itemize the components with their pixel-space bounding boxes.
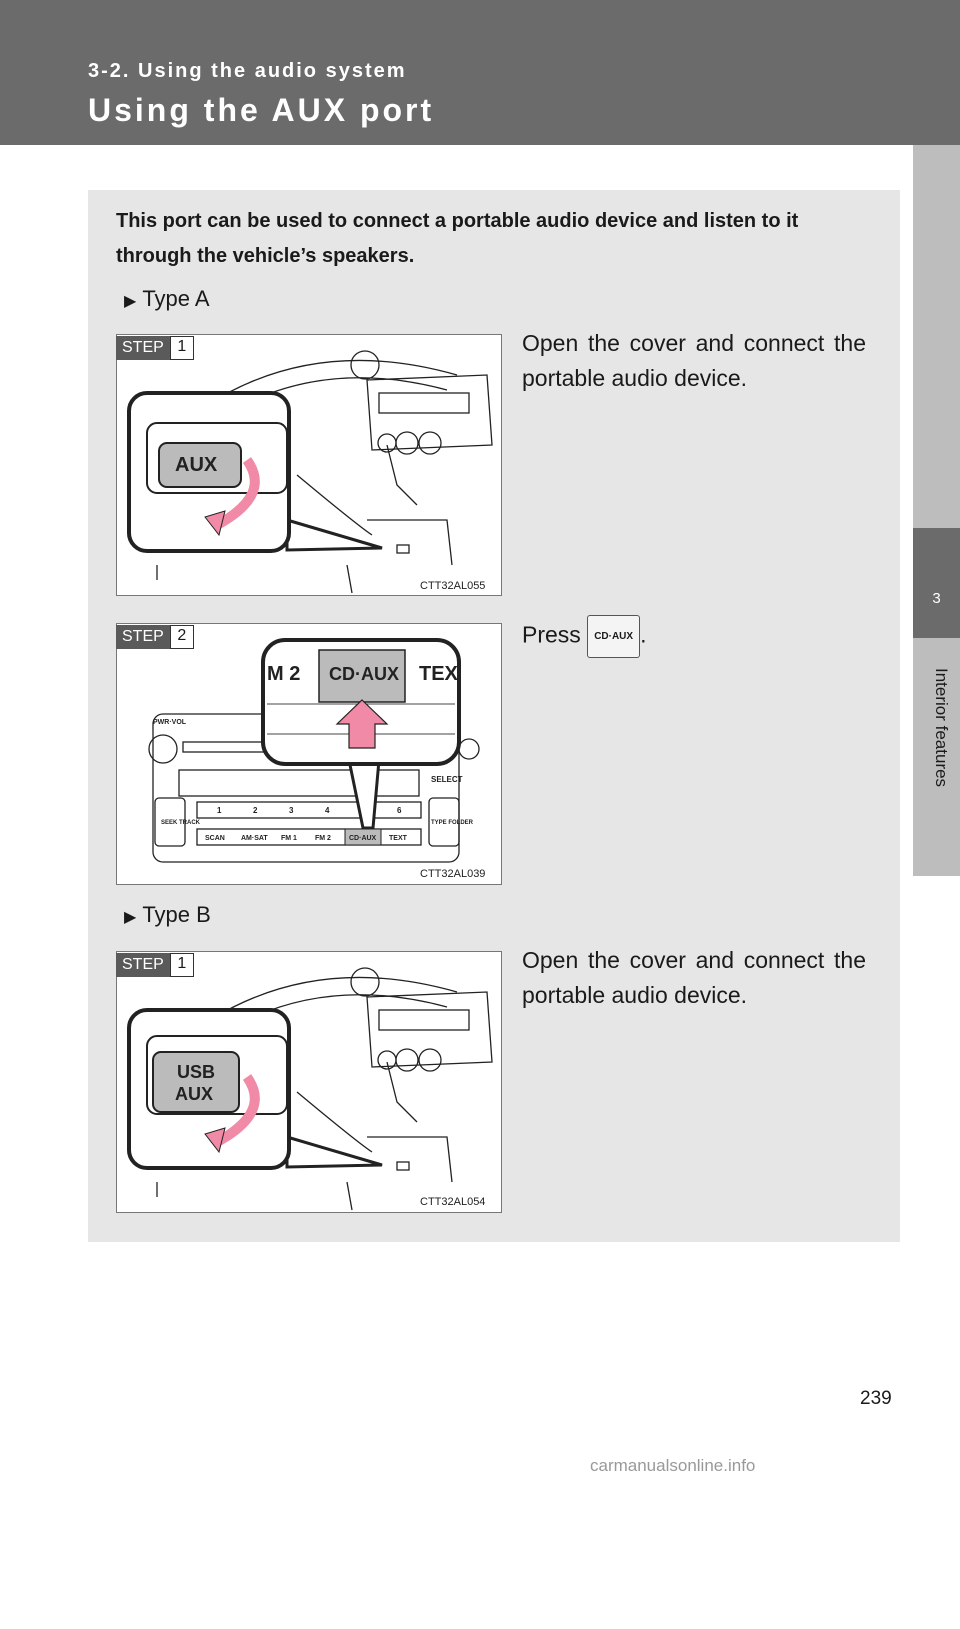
seek-label: SEEK TRACK <box>161 820 201 826</box>
btn-scan: SCAN <box>205 835 225 842</box>
figure-code: CTT32AL055 <box>420 580 486 592</box>
type-folder-label: TYPE FOLDER <box>431 820 474 826</box>
figure-code: CTT32AL039 <box>420 868 486 880</box>
chapter-label: Interior features <box>932 668 951 788</box>
chapter-side-tab[interactable]: 3 Interior features <box>913 0 960 1629</box>
intro-text: This port can be used to connect a porta… <box>116 210 799 267</box>
page-number: 239 <box>860 1388 892 1409</box>
btn-fm2: FM 2 <box>315 835 331 842</box>
section-subtitle: 3-2. Using the audio system <box>88 60 407 82</box>
type-b-heading: ▶Type B <box>124 902 211 927</box>
type-a-heading: ▶Type A <box>124 286 210 311</box>
instruction-text: Open the cover and connect the portable … <box>522 330 866 391</box>
preset-1: 1 <box>217 806 222 815</box>
watermark: carmanualsonline.info <box>590 1456 756 1475</box>
zoom-label-center: CD·AUX <box>329 664 399 684</box>
figure-aux-port-type-a: AUX <box>116 334 502 596</box>
radio-panel-illustration: PWR·VOL SELECT SEEK TRACK TYPE FOLDER 1 … <box>148 638 480 863</box>
triangle-bullet-icon: ▶ <box>124 293 137 310</box>
chapter-number: 3 <box>913 528 960 638</box>
cd-aux-button-icon: CD·AUX <box>587 615 641 658</box>
btn-fm1: FM 1 <box>281 835 297 842</box>
btn-text: TEXT <box>389 835 408 842</box>
preset-4: 4 <box>325 806 330 815</box>
figure-code: CTT32AL054 <box>420 1196 486 1208</box>
instruction-text: Open the cover and connect the portable … <box>522 947 866 1008</box>
page-header: 3-2. Using the audio system Using the AU… <box>0 0 960 145</box>
pwr-vol-label: PWR·VOL <box>153 719 187 726</box>
select-label: SELECT <box>431 775 463 784</box>
preset-2: 2 <box>253 806 258 815</box>
port-label-usb: USB <box>177 1062 215 1082</box>
instruction-press: Press CD·AUX. <box>522 615 866 658</box>
zoom-label-right: TEX <box>419 663 459 685</box>
zoom-label-left: M 2 <box>267 663 300 685</box>
preset-3: 3 <box>289 806 294 815</box>
port-label-aux: AUX <box>175 1084 213 1104</box>
triangle-bullet-icon: ▶ <box>124 909 137 926</box>
dashboard-usb-aux-illustration: USB AUX <box>127 967 493 1211</box>
up-arrow-icon <box>335 699 389 749</box>
page-title: Using the AUX port <box>88 92 435 128</box>
port-label: AUX <box>175 454 218 476</box>
dashboard-aux-illustration: AUX <box>127 350 493 594</box>
btn-am-sat: AM·SAT <box>241 835 268 842</box>
figure-usb-aux-port-type-b: USB AUX <box>116 951 502 1213</box>
btn-cd-aux: CD·AUX <box>349 835 377 842</box>
figure-radio-cd-aux: PWR·VOL SELECT SEEK TRACK TYPE FOLDER 1 … <box>116 623 502 885</box>
preset-6: 6 <box>397 806 402 815</box>
